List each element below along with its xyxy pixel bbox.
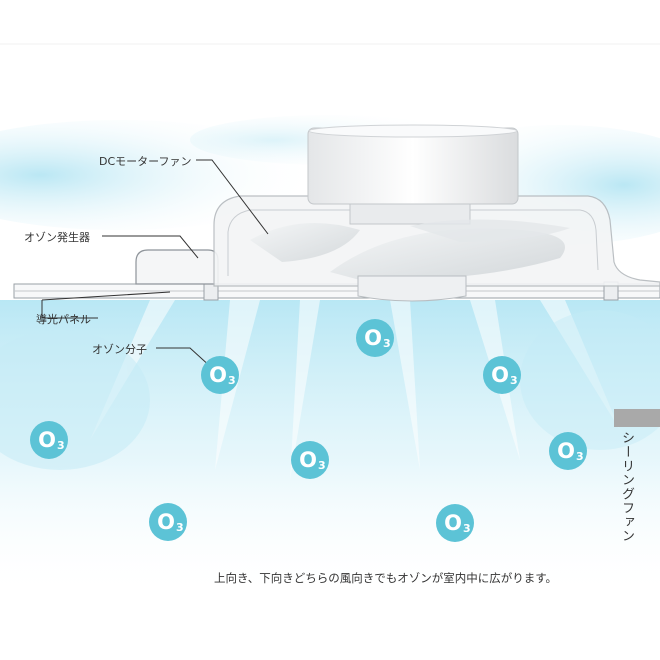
ozone-letter: O <box>209 363 227 387</box>
ozone-molecule-label: オゾン分子 <box>92 343 147 356</box>
side-category-label: シーリングファン <box>619 431 634 543</box>
diagram-caption: 上向き、下向きどちらの風向きでもオゾンが室内中に広がります。 <box>214 571 558 585</box>
ozone-subscript: 3 <box>228 374 236 387</box>
dc-motor-fan-label: DCモーターファン <box>99 155 192 168</box>
ozone-subscript: 3 <box>318 459 326 472</box>
light-guide-panel-label: 導光パネル <box>36 313 91 326</box>
ozone-subscript: 3 <box>57 439 65 452</box>
side-tab-marker <box>614 409 660 427</box>
ozone-letter: O <box>491 363 509 387</box>
ozone-subscript: 3 <box>383 337 391 350</box>
ozone-subscript: 3 <box>463 522 471 535</box>
ozone-subscript: 3 <box>576 450 584 463</box>
ozone-subscript: 3 <box>510 374 518 387</box>
ozone-letter: O <box>557 439 575 463</box>
ozone-generator-label: オゾン発生器 <box>24 231 90 244</box>
ozone-letter: O <box>157 510 175 534</box>
ozone-letter: O <box>38 428 56 452</box>
ozone-subscript: 3 <box>176 521 184 534</box>
ozone-letter: O <box>299 448 317 472</box>
ozone-letter: O <box>444 511 462 535</box>
ozone-letter: O <box>364 326 382 350</box>
